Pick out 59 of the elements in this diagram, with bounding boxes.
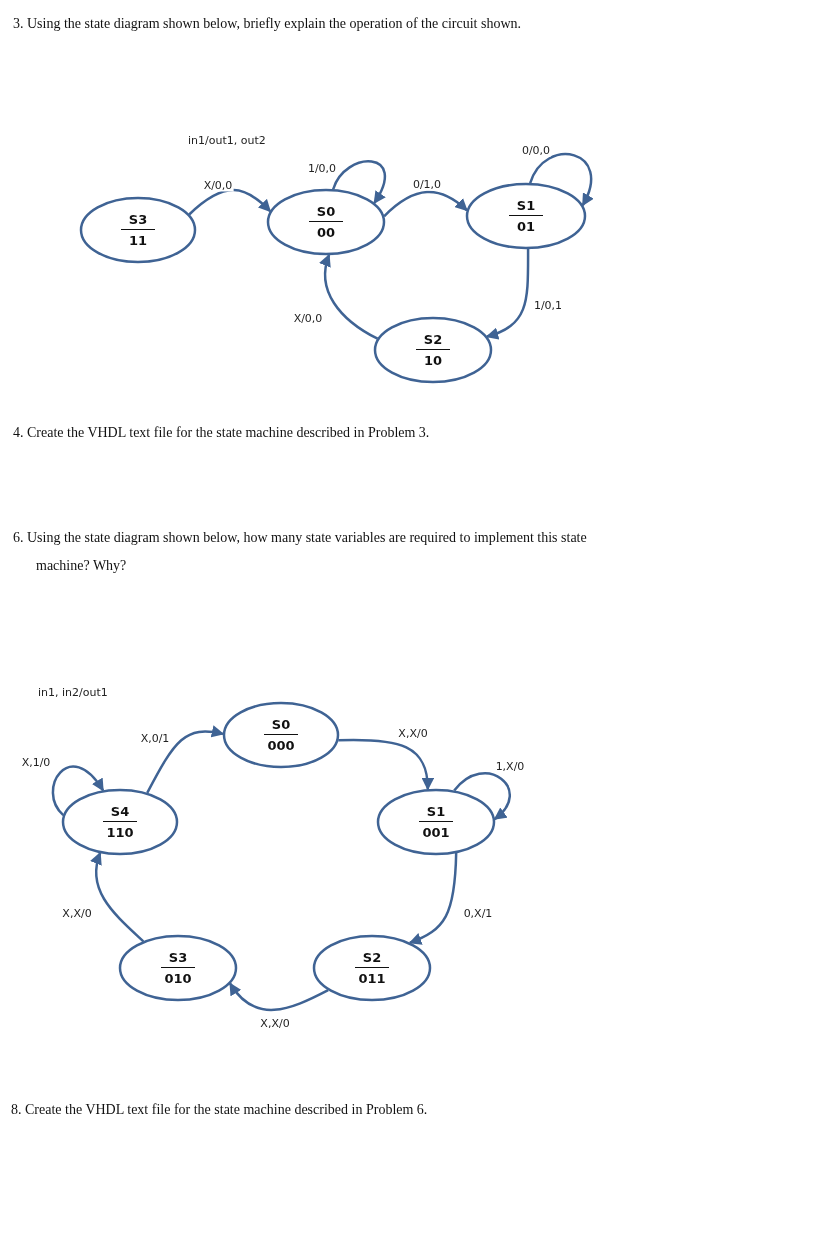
transition-arrow [51, 765, 105, 816]
edge-label: 1,X/0 [494, 759, 526, 773]
edge-label: X/0,0 [202, 178, 234, 192]
transition-arrow [146, 725, 225, 794]
edge-label: 0,X/1 [462, 906, 494, 920]
transition-arrow [408, 852, 458, 945]
edge-label: X,X/0 [61, 906, 93, 920]
state-name: S2 [354, 950, 390, 968]
state-name: S0 [263, 717, 299, 735]
edge-label: X,0/1 [139, 731, 171, 745]
state-bubble [313, 935, 431, 1001]
edge-label: X,1/0 [20, 755, 52, 769]
state-bubble [267, 189, 385, 255]
state-code: 01 [516, 219, 536, 234]
label-key: in1, in2/out1 [38, 686, 108, 699]
transition-arrow [90, 851, 145, 943]
state-bubble [377, 789, 495, 855]
question-text: 3. Using the state diagram shown below, briefly explain the operation of the circuit shown. [13, 15, 523, 33]
state-code: 011 [358, 971, 386, 986]
edge-label: X,X/0 [259, 1016, 291, 1030]
state-bubble [119, 935, 237, 1001]
state-bubble [466, 183, 586, 249]
transition-arrow [229, 982, 329, 1012]
state-code: 010 [164, 971, 192, 986]
state-code: 10 [423, 353, 443, 368]
state-code: 11 [128, 233, 148, 248]
state-name: S4 [102, 804, 138, 822]
edge-label: X/0,0 [292, 311, 324, 325]
transition-arrow [383, 190, 468, 218]
transition-arrow [485, 249, 530, 340]
transition-arrow [338, 738, 434, 791]
state-bubble [80, 197, 196, 263]
edge-label: X,X/0 [397, 726, 429, 740]
state-bubble [374, 317, 492, 383]
state-name: S2 [415, 332, 451, 350]
state-name: S1 [508, 198, 544, 216]
state-bubble [62, 789, 178, 855]
state-name: S3 [120, 212, 156, 230]
question-text: 6. Using the state diagram shown below, how many state variables are required to implement this state machine? Why? [13, 529, 588, 575]
question-text: 8. Create the VHDL text file for the state machine described in Problem 6. [11, 1101, 429, 1119]
transition-arrow [453, 772, 511, 821]
label-key: in1/out1, out2 [188, 134, 266, 147]
edge-label: 0/0,0 [520, 143, 552, 157]
state-code: 000 [267, 738, 295, 753]
state-name: S3 [160, 950, 196, 968]
edge-label: 0/1,0 [411, 177, 443, 191]
state-code: 001 [422, 825, 450, 840]
edge-label: 1/0,0 [306, 161, 338, 175]
transition-arrow [319, 253, 379, 340]
transition-arrow [332, 160, 386, 205]
state-bubble [223, 702, 339, 768]
state-code: 110 [106, 825, 134, 840]
transition-arrow [529, 153, 594, 207]
transition-arrow [188, 188, 272, 216]
state-name: S0 [308, 204, 344, 222]
state-name: S1 [418, 804, 454, 822]
edge-label: 1/0,1 [532, 298, 564, 312]
question-text: 4. Create the VHDL text file for the state machine described in Problem 3. [13, 424, 431, 442]
state-code: 00 [316, 225, 336, 240]
